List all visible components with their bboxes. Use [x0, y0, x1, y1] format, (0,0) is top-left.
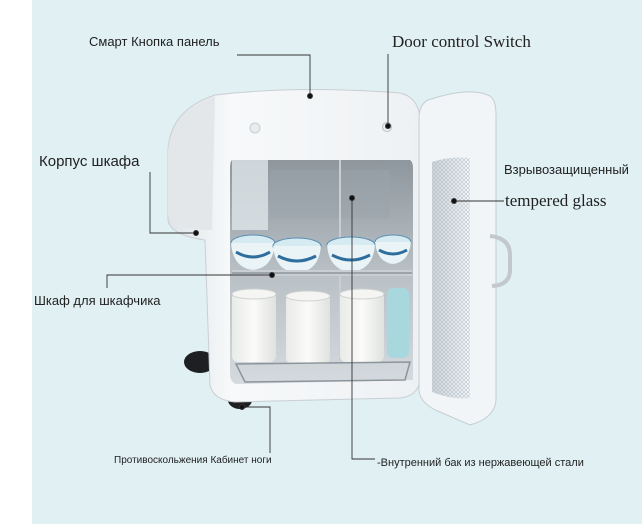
cabinet-door: [418, 91, 512, 426]
label-explosion-proof: Взрывозащищенный: [504, 162, 629, 177]
cups-lower-rack: [231, 288, 411, 383]
label-shelf: Шкаф для шкафчика: [34, 293, 161, 308]
bowls-upper-rack: [230, 234, 412, 276]
label-cabinet-body: Корпус шкафа: [39, 153, 140, 170]
label-door-control-switch: Door control Switch: [392, 32, 531, 51]
label-tempered-glass: tempered glass: [505, 191, 607, 210]
label-smart-button-panel: Смарт Кнопка панель: [89, 34, 220, 49]
label-inner-tank: -Внутренний бак из нержавеющей стали: [377, 457, 584, 469]
leader-lines: [106, 54, 504, 460]
label-anti-collision-legs: Противоскольжения Кабинет ноги: [114, 455, 272, 466]
